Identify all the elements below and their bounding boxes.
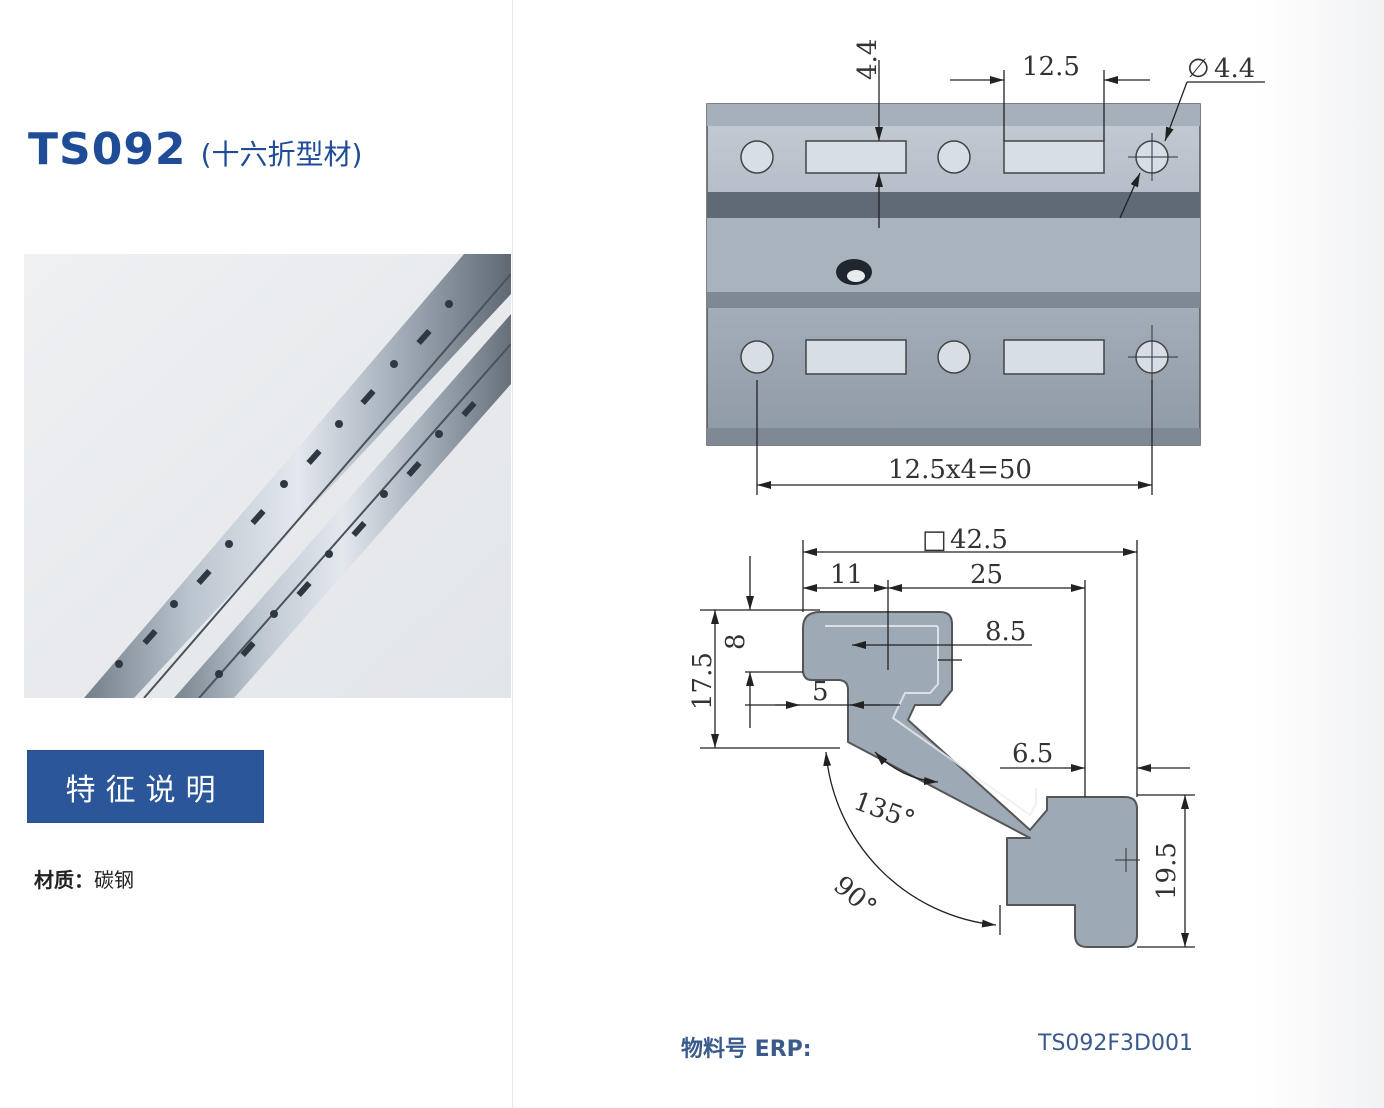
- left-panel: TS092 (十六折型材): [0, 0, 513, 1108]
- dim-4-4-vertical: 4.4: [853, 39, 883, 80]
- dim-6-5: 6.5: [1012, 739, 1053, 769]
- dim-diameter-4-4: 4.4: [1214, 54, 1255, 84]
- erp-value: TS092F3D001: [1038, 1031, 1193, 1056]
- features-button[interactable]: 特征说明: [27, 750, 264, 823]
- model-number: TS092: [28, 124, 187, 175]
- dim-11: 11: [830, 560, 863, 590]
- section-dimensions: [700, 540, 1195, 948]
- dim-90-deg: 90°: [828, 870, 883, 923]
- dim-8-5: 8.5: [985, 617, 1026, 647]
- product-photo: [24, 254, 511, 698]
- page-title: TS092 (十六折型材): [28, 124, 362, 175]
- front-view: [706, 103, 1201, 446]
- bar-perforations: [115, 300, 477, 678]
- dim-42-5: 42.5: [950, 525, 1008, 555]
- erp-label: 物料号 ERP:: [681, 1037, 812, 1062]
- dim-12-5: 12.5: [1022, 52, 1080, 82]
- dim-square-symbol: □: [922, 525, 947, 555]
- profile-bars: [84, 254, 511, 698]
- dim-pitch: 12.5x4=50: [888, 455, 1032, 485]
- dim-17-5: 17.5: [688, 652, 718, 710]
- dim-5: 5: [812, 677, 829, 707]
- section-centerlines: [1115, 848, 1140, 872]
- model-subtitle: (十六折型材): [200, 138, 363, 171]
- dim-8: 8: [721, 633, 751, 650]
- material-line: 材质：碳钢: [34, 864, 134, 893]
- dim-diameter-symbol: ∅: [1187, 54, 1210, 84]
- dim-135-deg: 135°: [850, 786, 919, 836]
- dim-25: 25: [970, 560, 1003, 590]
- front-dimensions: [756, 60, 1265, 495]
- dim-19-5: 19.5: [1152, 842, 1182, 900]
- material-value: 碳钢: [94, 868, 134, 892]
- material-label: 材质：: [34, 868, 94, 892]
